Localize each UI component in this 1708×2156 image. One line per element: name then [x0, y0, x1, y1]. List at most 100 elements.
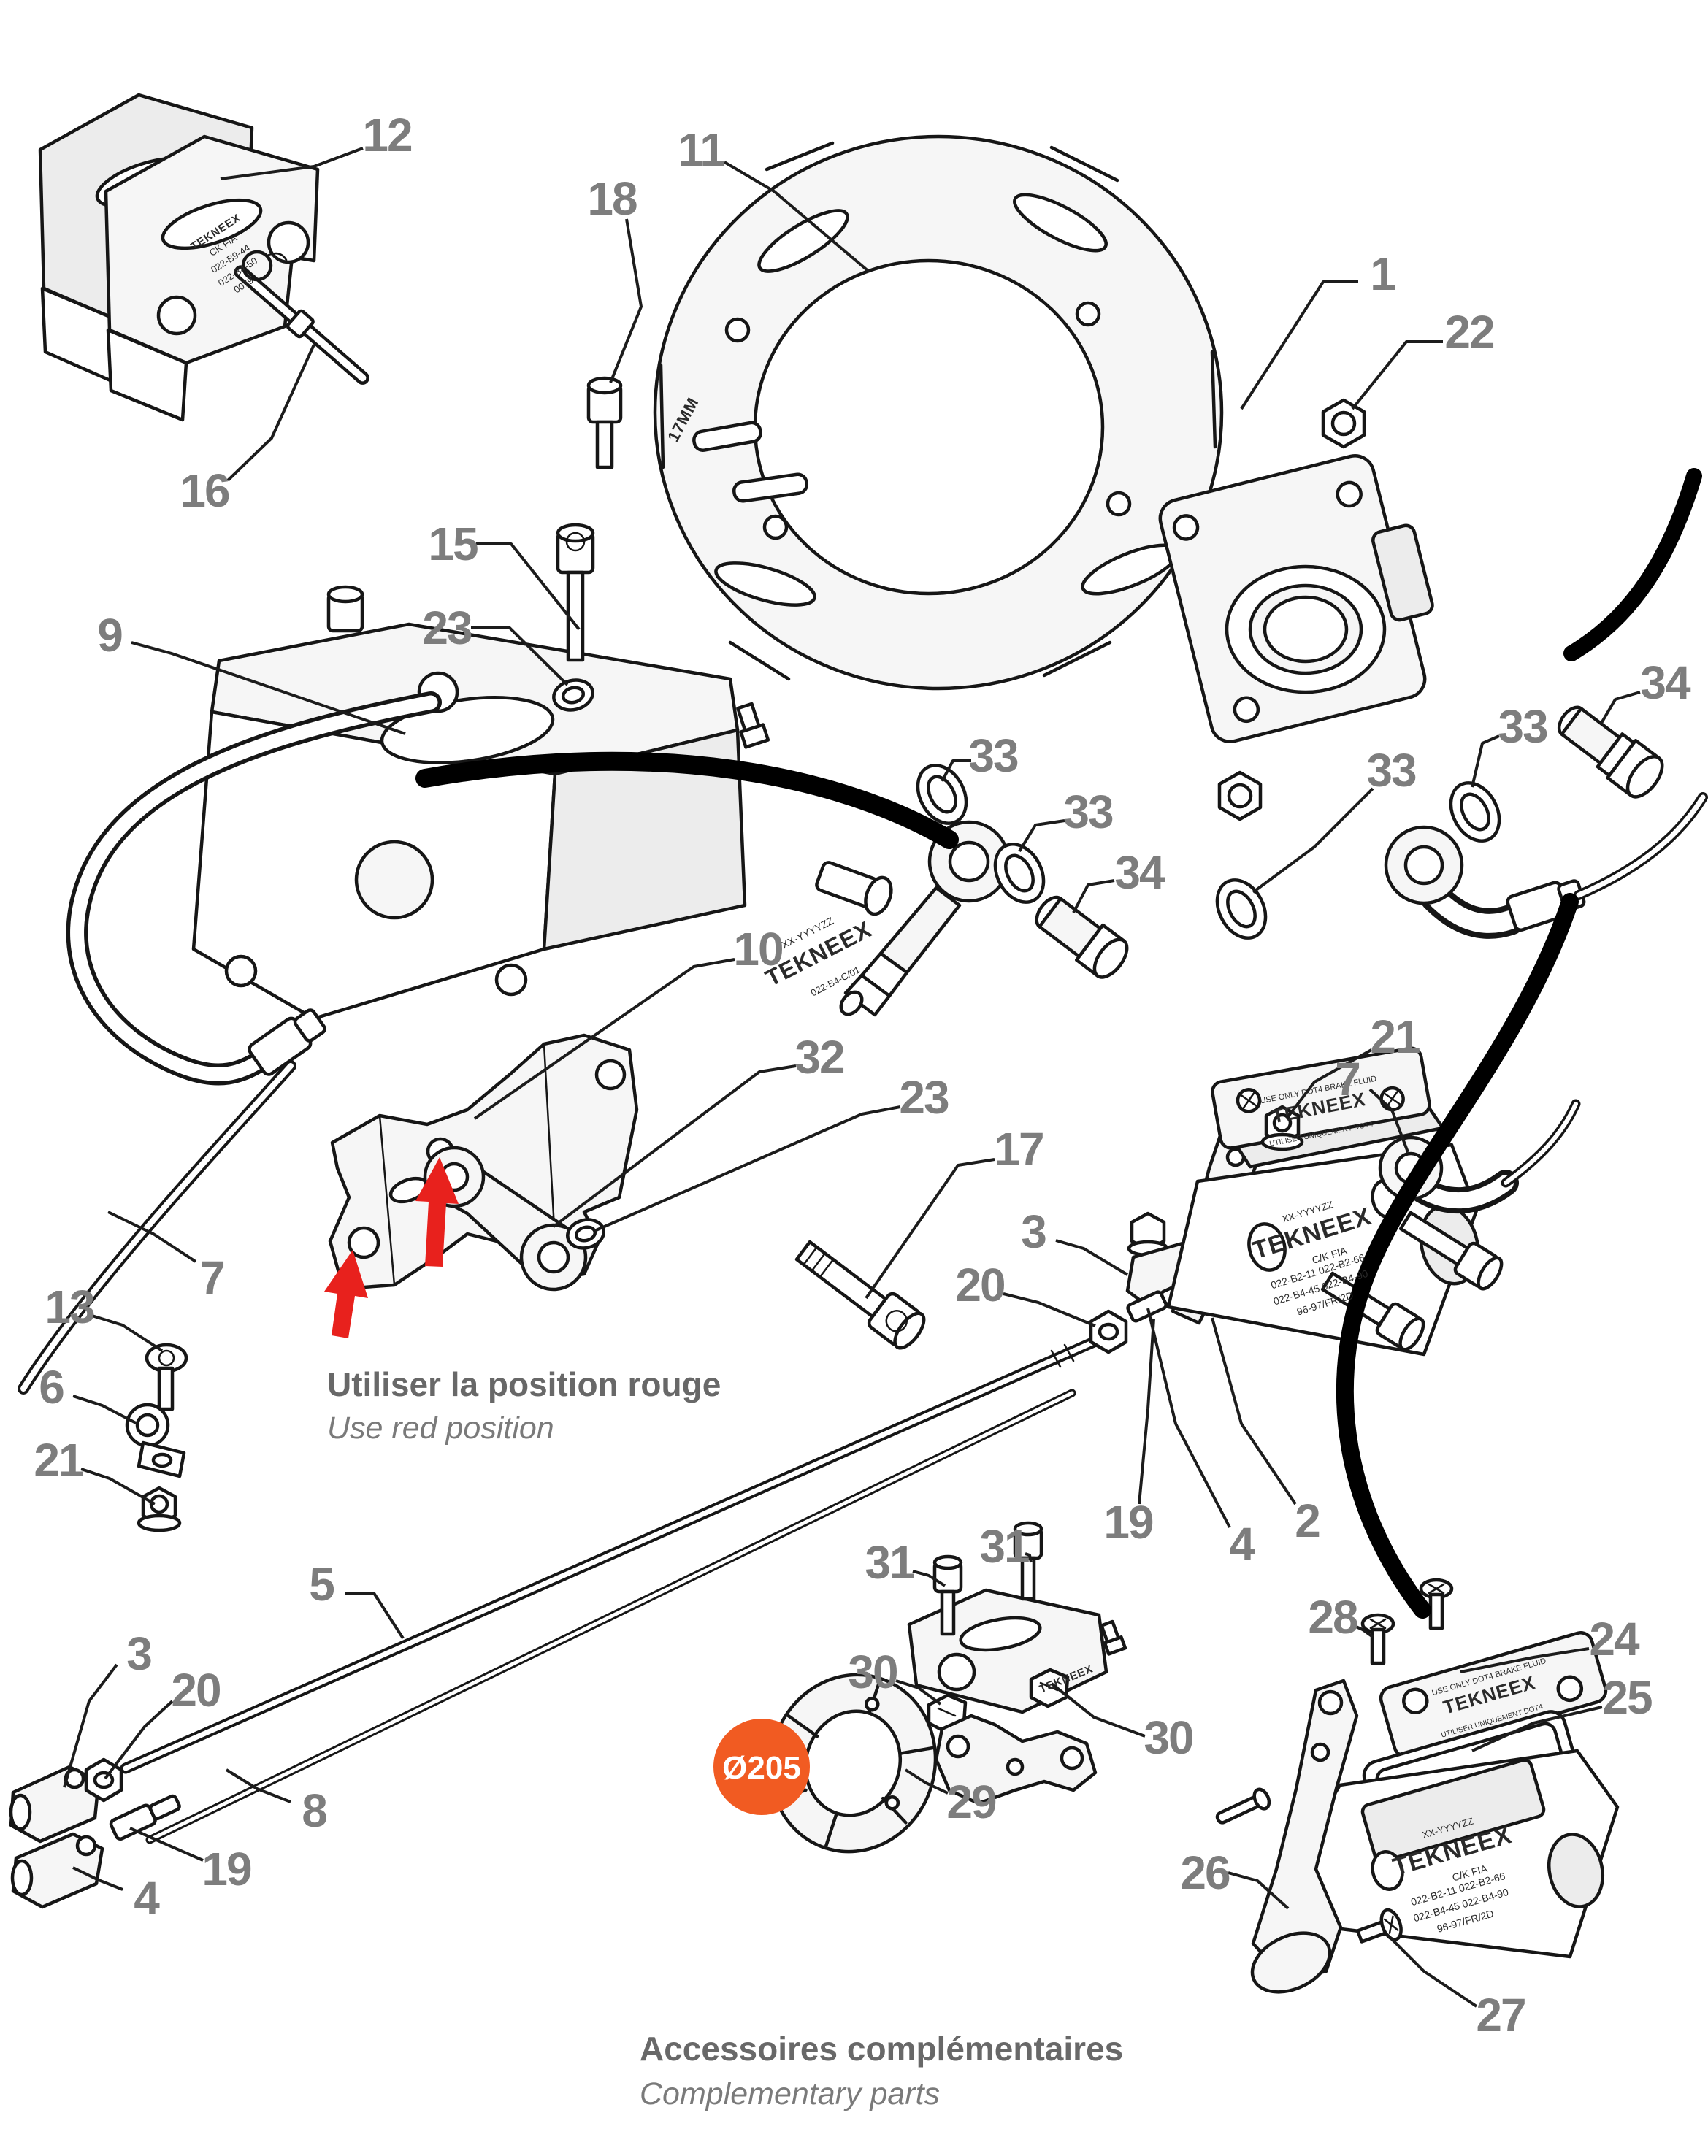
callout-number: 7 [1335, 1053, 1360, 1105]
callout-number: 21 [34, 1434, 83, 1486]
callout-19b: 19 [1103, 1318, 1155, 1549]
leader-line [1285, 1048, 1372, 1120]
leader-line [1240, 280, 1358, 410]
callout-28: 28 [1308, 1591, 1374, 1643]
part-flanged-nut-21a [137, 1486, 182, 1532]
callout-7b: 7 [1335, 1053, 1409, 1153]
leader-line [1368, 1088, 1409, 1153]
leader-line [131, 641, 406, 735]
diameter-badge: Ø205 [713, 1719, 810, 1815]
callout-15: 15 [428, 518, 581, 631]
note-use-red-position-en: Use red position [327, 1411, 554, 1446]
callout-21b: 21 [1285, 1010, 1421, 1120]
callout-31b: 31 [979, 1520, 1033, 1573]
part-clevis-3a [9, 1765, 101, 1844]
leader-line [865, 1158, 995, 1300]
callout-20b: 20 [955, 1259, 1096, 1327]
part-screw-28b [1419, 1578, 1454, 1630]
part-washer-33c [1215, 878, 1268, 940]
annotations: Utiliser la position rouge Use red posit… [327, 1365, 1123, 2111]
note-use-red-position-fr: Utiliser la position rouge [327, 1365, 721, 1403]
callout-number: 33 [968, 729, 1018, 782]
callout-number: 29 [946, 1776, 996, 1828]
leader-line [80, 1468, 156, 1505]
callout-number: 28 [1308, 1591, 1357, 1643]
callout-number: 19 [1103, 1496, 1153, 1549]
callout-number: 11 [678, 123, 724, 176]
callout-number: 17 [994, 1123, 1043, 1175]
callout-number: 6 [39, 1361, 64, 1413]
callout-9: 9 [97, 609, 406, 735]
callout-8: 8 [225, 1768, 328, 1837]
red-arrows [324, 1157, 459, 1338]
callout-6: 6 [39, 1361, 138, 1425]
callout-number: 9 [97, 609, 122, 661]
callout-29: 29 [904, 1768, 997, 1828]
callout-number: 16 [180, 464, 229, 517]
leader-line [129, 1827, 204, 1862]
leader-line [471, 626, 569, 686]
part-pin-26 [1215, 1787, 1271, 1825]
red-arrow-middle [415, 1157, 459, 1267]
part-disc-flange [653, 134, 1224, 691]
callout-number: 34 [1640, 656, 1691, 709]
leader-line [1072, 879, 1115, 913]
callout-26: 26 [1180, 1846, 1290, 1910]
callout-24: 24 [1460, 1613, 1642, 1673]
leader-line [1003, 1292, 1096, 1327]
callout-number: 3 [1021, 1205, 1046, 1258]
leader-line [723, 161, 870, 273]
badge-circle [713, 1719, 810, 1815]
callout-number: 1 [1370, 248, 1395, 300]
part-nut-20b [1089, 1309, 1128, 1354]
callout-32: 32 [552, 1031, 846, 1228]
leader-line [552, 1064, 797, 1228]
callout-number: 33 [1498, 700, 1547, 753]
part-bolt-18 [586, 376, 623, 469]
callout-number: 10 [733, 923, 782, 975]
callout-number: 30 [848, 1646, 897, 1698]
leader-line [72, 1395, 138, 1425]
callout-number: 5 [309, 1558, 334, 1611]
callout-number: 21 [1370, 1010, 1420, 1063]
leader-line [1025, 1552, 1033, 1563]
swoosh-right [1336, 893, 1579, 1619]
part-hub-adapter [1158, 454, 1434, 743]
callout-17: 17 [865, 1123, 1045, 1300]
leader-line [473, 958, 735, 1120]
callout-number: 33 [1063, 786, 1113, 838]
leader-line [1018, 819, 1065, 853]
leader-line [1355, 1625, 1374, 1638]
callout-number: 31 [865, 1536, 914, 1589]
callout-number: 13 [45, 1281, 94, 1333]
leader-line [91, 1314, 164, 1352]
leader-line [72, 1866, 123, 1891]
callout-number: 23 [899, 1071, 949, 1124]
part-washer-23a [552, 678, 594, 712]
callout-16: 16 [180, 344, 315, 517]
part-bolt-31b [1013, 1521, 1043, 1601]
part-screw-28a [1360, 1613, 1395, 1665]
callout-33c: 33 [1252, 744, 1417, 894]
leader-line [1228, 1871, 1290, 1910]
callout-31a: 31 [865, 1536, 946, 1589]
callout-number: 3 [126, 1627, 151, 1680]
leader-line [345, 1592, 405, 1640]
part-pad-clip-30b [1029, 1668, 1070, 1708]
callout-number: 20 [955, 1259, 1004, 1311]
callout-number: 2 [1295, 1495, 1320, 1547]
callout-4b: 4 [1146, 1308, 1257, 1570]
part-cable-8 [145, 1389, 1076, 1844]
leader-line [476, 542, 581, 631]
part-lid-24 [1379, 1631, 1608, 1758]
leader-line [63, 1663, 118, 1788]
callout-20a: 20 [104, 1664, 222, 1780]
leader-line [1252, 787, 1374, 894]
callout-number: 19 [202, 1843, 251, 1895]
leader-line [1386, 1933, 1478, 2008]
leader-line [912, 1570, 946, 1587]
callout-23b: 23 [594, 1071, 950, 1232]
callout-34b: 34 [1599, 656, 1693, 726]
leader-line [226, 344, 315, 482]
callout-33d: 33 [1471, 700, 1549, 788]
